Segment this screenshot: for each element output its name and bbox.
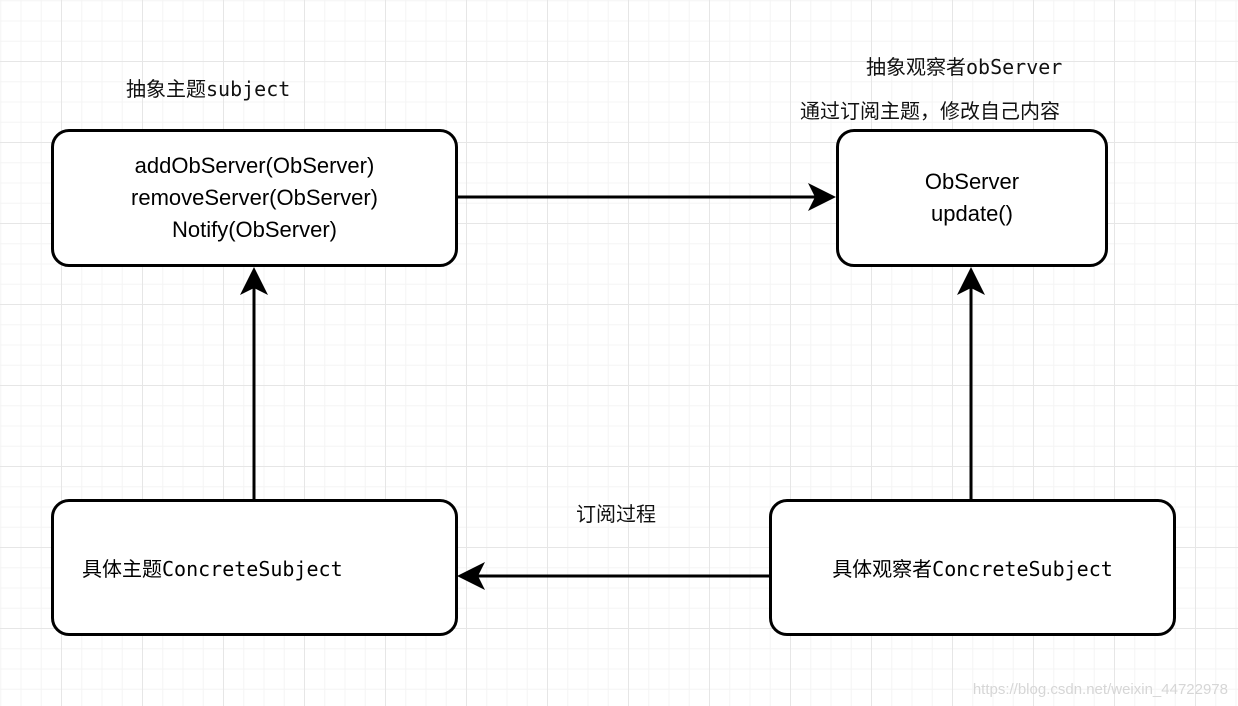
concrete-subject-node[interactable]: 具体主题ConcreteSubject bbox=[51, 499, 458, 636]
edge-subject-to-observer bbox=[458, 183, 836, 211]
observer-name: ObServer bbox=[924, 169, 1020, 194]
edge-concrete-subject-to-subject bbox=[240, 267, 268, 500]
abstract-subject-node[interactable]: addObServer(ObServer) removeServer(ObSer… bbox=[51, 129, 458, 267]
subject-method-add: addObServer(ObServer) bbox=[134, 153, 375, 178]
abstract-subject-caption: 抽象主题subject bbox=[126, 77, 291, 101]
abstract-observer-node[interactable]: ObServer update() bbox=[836, 129, 1108, 267]
subject-method-remove: removeServer(ObServer) bbox=[131, 185, 378, 210]
edge-concrete-observer-to-observer bbox=[957, 267, 985, 500]
edge-concrete-observer-to-concrete-subject bbox=[457, 562, 769, 590]
concrete-subject-label: 具体主题ConcreteSubject bbox=[82, 557, 343, 581]
subscribe-edge-label: 订阅过程 bbox=[576, 502, 656, 526]
abstract-observer-note: 通过订阅主题，修改自己内容 bbox=[800, 99, 1060, 123]
subject-method-notify: Notify(ObServer) bbox=[171, 217, 338, 242]
concrete-observer-node[interactable]: 具体观察者ConcreteSubject bbox=[769, 499, 1176, 636]
concrete-observer-label: 具体观察者ConcreteSubject bbox=[832, 557, 1113, 581]
observer-method-update: update() bbox=[931, 201, 1013, 226]
watermark-text: https://blog.csdn.net/weixin_44722978 bbox=[972, 681, 1228, 698]
abstract-observer-caption: 抽象观察者obServer bbox=[866, 55, 1063, 79]
